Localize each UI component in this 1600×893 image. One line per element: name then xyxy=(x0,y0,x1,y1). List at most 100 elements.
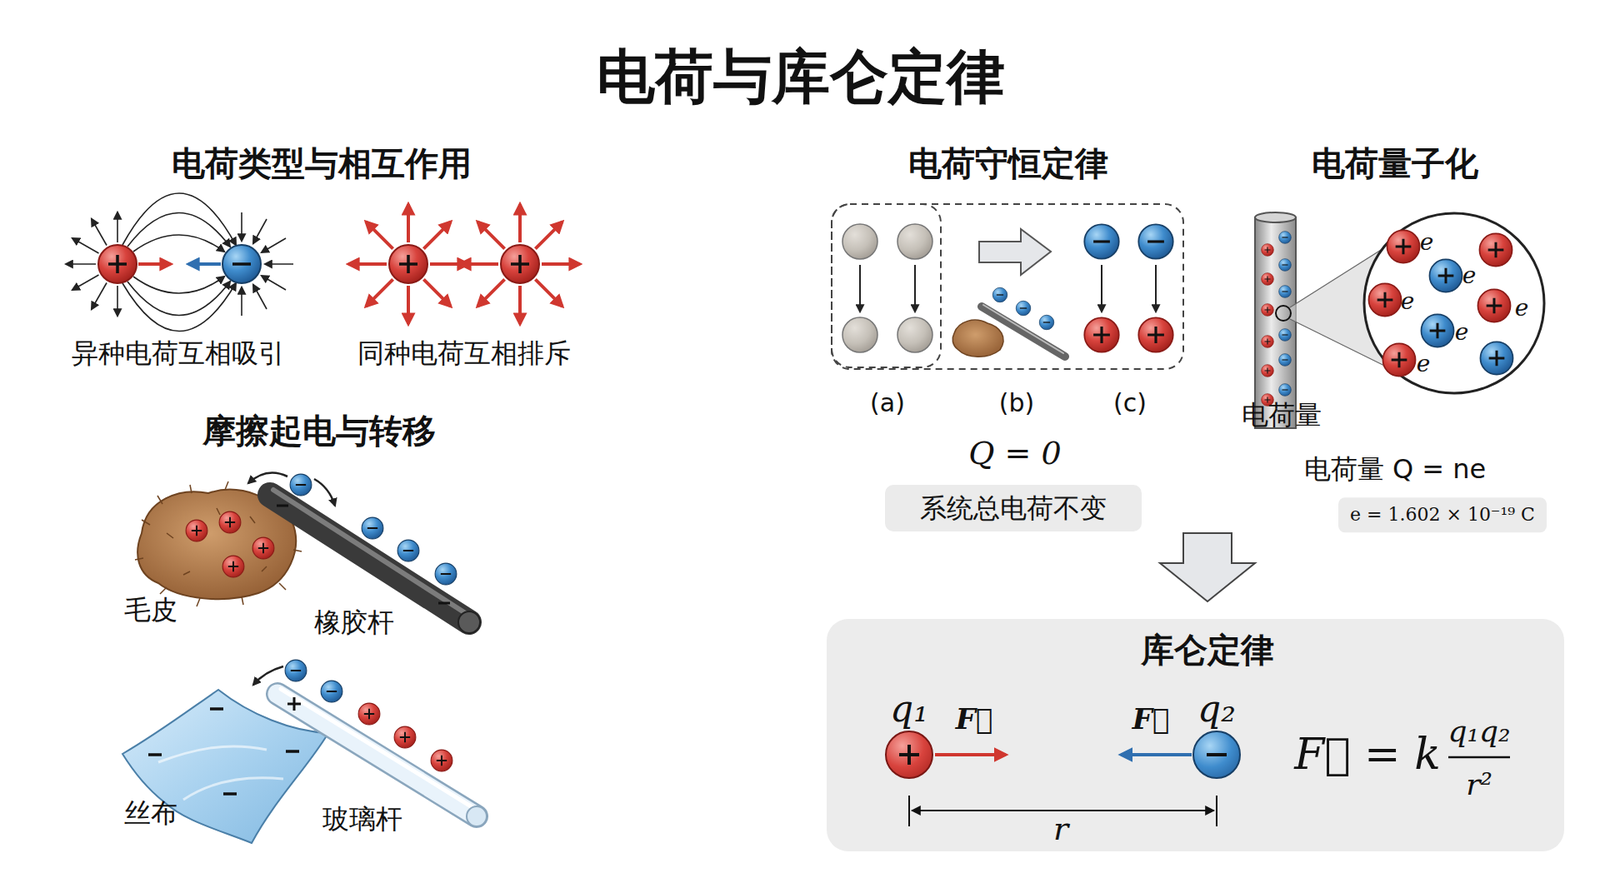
conservation-drawing xyxy=(1084,317,1119,352)
conservation-drawing xyxy=(979,229,1051,275)
field-lines xyxy=(122,193,236,245)
box-text: e = 1.602 × 10⁻¹⁹ C xyxy=(1350,503,1535,527)
rubber-rod xyxy=(458,611,480,634)
panel-tag: (c) xyxy=(1113,389,1147,419)
charge-label: q₂ xyxy=(1197,688,1236,731)
glass-rod xyxy=(277,694,477,817)
repulsion-arrows xyxy=(535,221,563,250)
glass-rod xyxy=(285,660,307,682)
formula-part: q₁q₂ xyxy=(1448,714,1511,749)
field-lines xyxy=(265,263,294,265)
repulsion-arrows xyxy=(518,285,522,325)
quantization-drawing xyxy=(1386,230,1420,263)
material-label: 毛皮 xyxy=(124,595,178,626)
panel-tag: (a) xyxy=(870,389,905,419)
conservation-drawing xyxy=(897,317,933,353)
conservation-drawing xyxy=(842,317,878,353)
math-label: Q = 0 xyxy=(968,435,1061,473)
repulsion-arrows xyxy=(365,279,394,307)
charge-circle: q₁ xyxy=(885,730,934,780)
charge-symbols xyxy=(222,245,261,284)
field-lines xyxy=(116,212,119,243)
field-lines xyxy=(127,213,230,248)
distance-dimension xyxy=(911,810,1215,812)
silk-cloth xyxy=(148,709,300,795)
glass-rod xyxy=(280,689,475,810)
caption-label: 电荷量 Q = ne xyxy=(1304,454,1486,485)
glass-rod xyxy=(466,806,487,827)
repulsion-arrows xyxy=(423,221,451,250)
conservation-drawing xyxy=(897,224,933,260)
force-arrows xyxy=(138,262,171,266)
quantization-drawing xyxy=(1480,341,1513,375)
fur-drawing xyxy=(222,555,245,578)
force-arrows xyxy=(138,262,221,266)
charge-label: q₁ xyxy=(890,688,929,731)
conservation-drawing xyxy=(1039,315,1054,330)
field-lines xyxy=(91,283,107,310)
quantization-drawing xyxy=(1279,329,1292,342)
silk-cloth xyxy=(158,746,284,800)
repulsion-arrows xyxy=(477,279,505,307)
flow-arrow xyxy=(1160,533,1255,602)
field-lines xyxy=(253,285,267,310)
section-heading: 摩擦起电与转移 xyxy=(202,411,436,450)
charge-symbols xyxy=(98,245,137,284)
quantization-drawing xyxy=(1279,259,1292,272)
quantization-drawing xyxy=(1290,215,1435,391)
conservation-drawing xyxy=(1138,224,1173,259)
main-title: 电荷与库仑定律 xyxy=(596,43,1005,111)
glass-rod xyxy=(253,666,284,685)
glass-rod xyxy=(320,680,343,703)
field-lines xyxy=(261,238,286,253)
field-lines xyxy=(240,287,243,316)
constant-box: e = 1.602 × 10⁻¹⁹ C xyxy=(1338,497,1547,533)
quantization-drawing xyxy=(1279,384,1292,397)
conservation-drawing xyxy=(1138,317,1173,352)
field-lines xyxy=(240,212,243,241)
conservation-drawing xyxy=(859,265,861,312)
panel-heading: 库仑定律 xyxy=(1140,630,1275,670)
section-heading: 电荷守恒定律 xyxy=(908,144,1109,183)
field-lines xyxy=(91,219,107,246)
repulsion-arrows xyxy=(406,285,410,325)
force-arrows xyxy=(935,753,1006,757)
quantization-drawing xyxy=(1255,212,1296,223)
repulsion-arrows xyxy=(477,221,505,250)
field-lines xyxy=(65,263,96,265)
formula-part: r² xyxy=(1465,767,1493,802)
electron-label: e xyxy=(1515,295,1530,322)
repulsion-arrows xyxy=(518,204,522,243)
quantization-drawing xyxy=(1261,365,1275,378)
panel-tag: (b) xyxy=(999,389,1035,419)
conservation-drawing xyxy=(831,204,941,368)
quantization-drawing xyxy=(1261,244,1275,257)
field-lines xyxy=(72,238,100,254)
quantization-drawing xyxy=(1279,354,1292,367)
conservation-drawing xyxy=(1015,300,1030,315)
conservation-drawing xyxy=(831,204,1184,370)
fur-drawing xyxy=(166,508,267,575)
quantization-drawing xyxy=(1275,305,1291,321)
repulsion-arrows xyxy=(535,279,563,307)
glass-rod xyxy=(253,660,487,827)
rubber-rod xyxy=(248,473,288,485)
note-box: 系统总电荷不变 xyxy=(885,485,1142,532)
repulsion-arrows xyxy=(406,204,410,243)
rubber-rod xyxy=(361,517,384,540)
material-label: 玻璃杆 xyxy=(322,804,403,835)
flow-arrow xyxy=(1160,533,1255,602)
field-lines xyxy=(116,285,119,316)
conservation-drawing xyxy=(1100,265,1103,312)
fur-drawing xyxy=(252,537,275,560)
conservation-drawing xyxy=(992,287,1007,302)
quantization-drawing xyxy=(1364,213,1545,394)
quantization-drawing xyxy=(1279,231,1292,245)
material-label: 丝布 xyxy=(124,798,178,830)
glass-rod xyxy=(394,726,416,749)
field-lines xyxy=(65,193,294,332)
distance-dimension xyxy=(909,795,1217,827)
field-lines xyxy=(133,276,225,294)
field-lines xyxy=(127,281,230,316)
